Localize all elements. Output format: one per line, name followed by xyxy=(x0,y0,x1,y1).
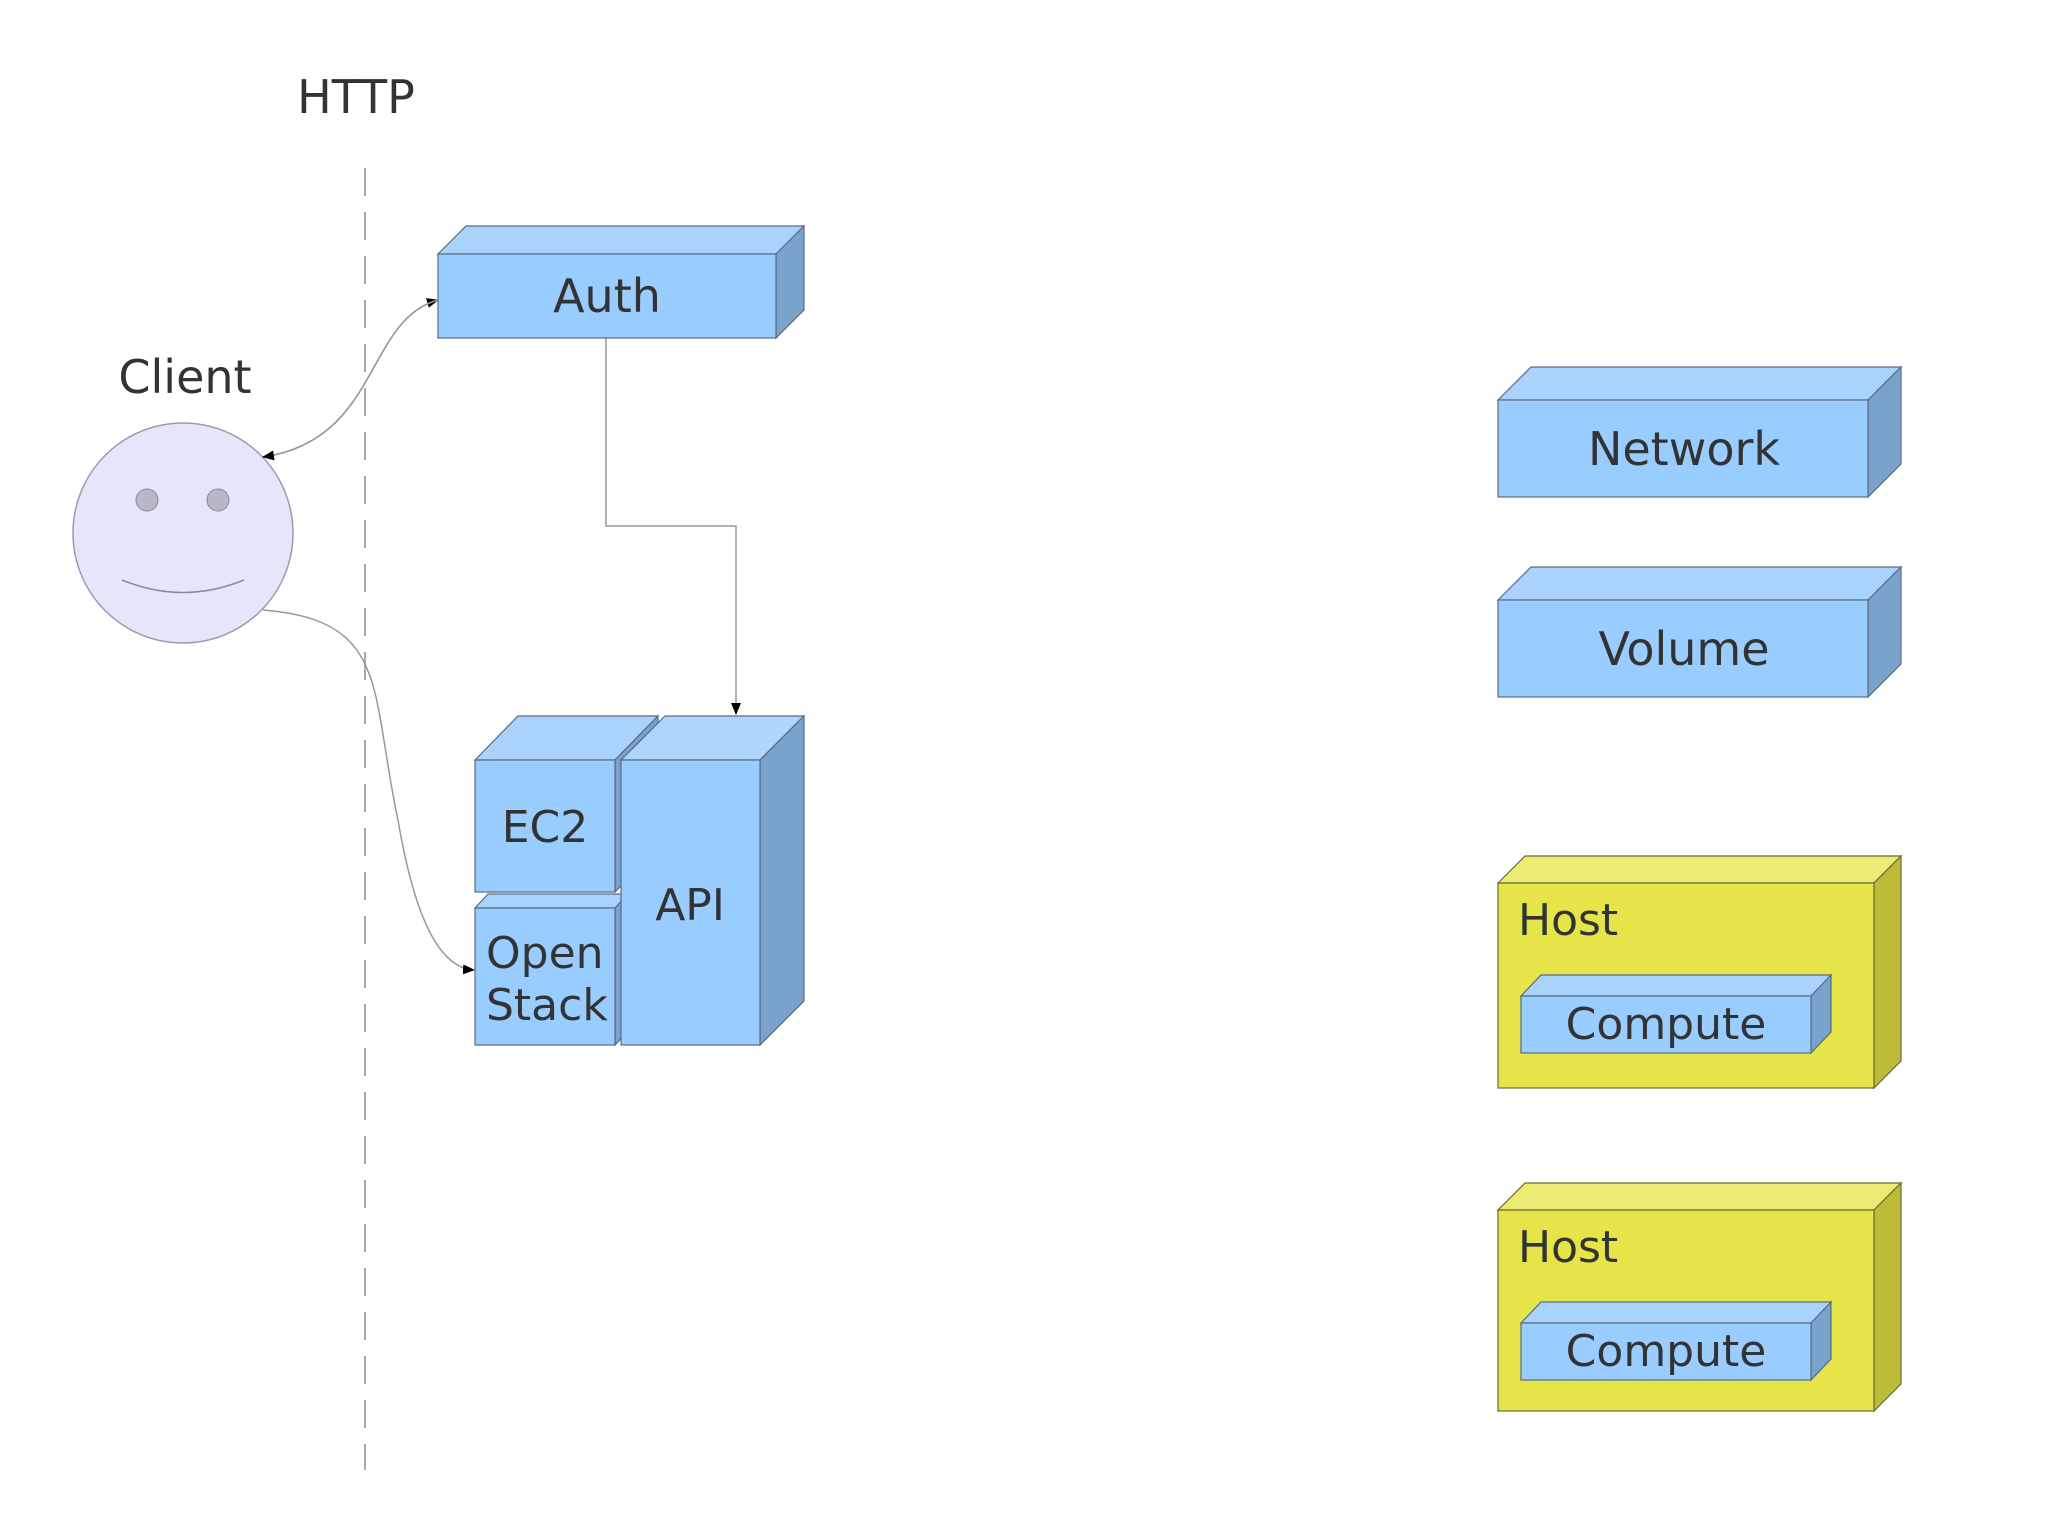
volume-node[interactable]: Volume xyxy=(1496,565,1903,699)
ec2-label: EC2 xyxy=(502,802,589,853)
openstack-label-line2: Stack xyxy=(486,980,608,1031)
network-node[interactable]: Network xyxy=(1496,365,1903,499)
auth-label: Auth xyxy=(553,269,661,323)
openstack-node[interactable]: Open Stack xyxy=(473,892,630,1047)
auth-api-connector xyxy=(605,338,741,715)
network-label: Network xyxy=(1588,422,1780,476)
auth-node[interactable]: Auth xyxy=(436,224,806,340)
http-label: HTTP xyxy=(297,70,415,124)
volume-label: Volume xyxy=(1598,622,1769,676)
host-node[interactable]: Host Compute xyxy=(1496,1181,1903,1413)
host-label: Host xyxy=(1518,895,1618,946)
client-face-icon[interactable] xyxy=(72,422,294,644)
api-node[interactable]: API xyxy=(619,714,806,1047)
api-label: API xyxy=(655,880,725,931)
host-label: Host xyxy=(1518,1222,1618,1273)
compute-node[interactable]: Compute xyxy=(1519,1300,1833,1382)
client-label: Client xyxy=(118,350,251,404)
client-openstack-connector xyxy=(262,609,475,975)
compute-label: Compute xyxy=(1566,1326,1767,1377)
auth-client-connector xyxy=(262,299,439,461)
compute-label: Compute xyxy=(1566,999,1767,1050)
client-auth-connector xyxy=(262,298,439,458)
host-node[interactable]: Host Compute xyxy=(1496,854,1903,1090)
compute-node[interactable]: Compute xyxy=(1519,973,1833,1055)
openstack-label-line1: Open xyxy=(486,928,604,979)
